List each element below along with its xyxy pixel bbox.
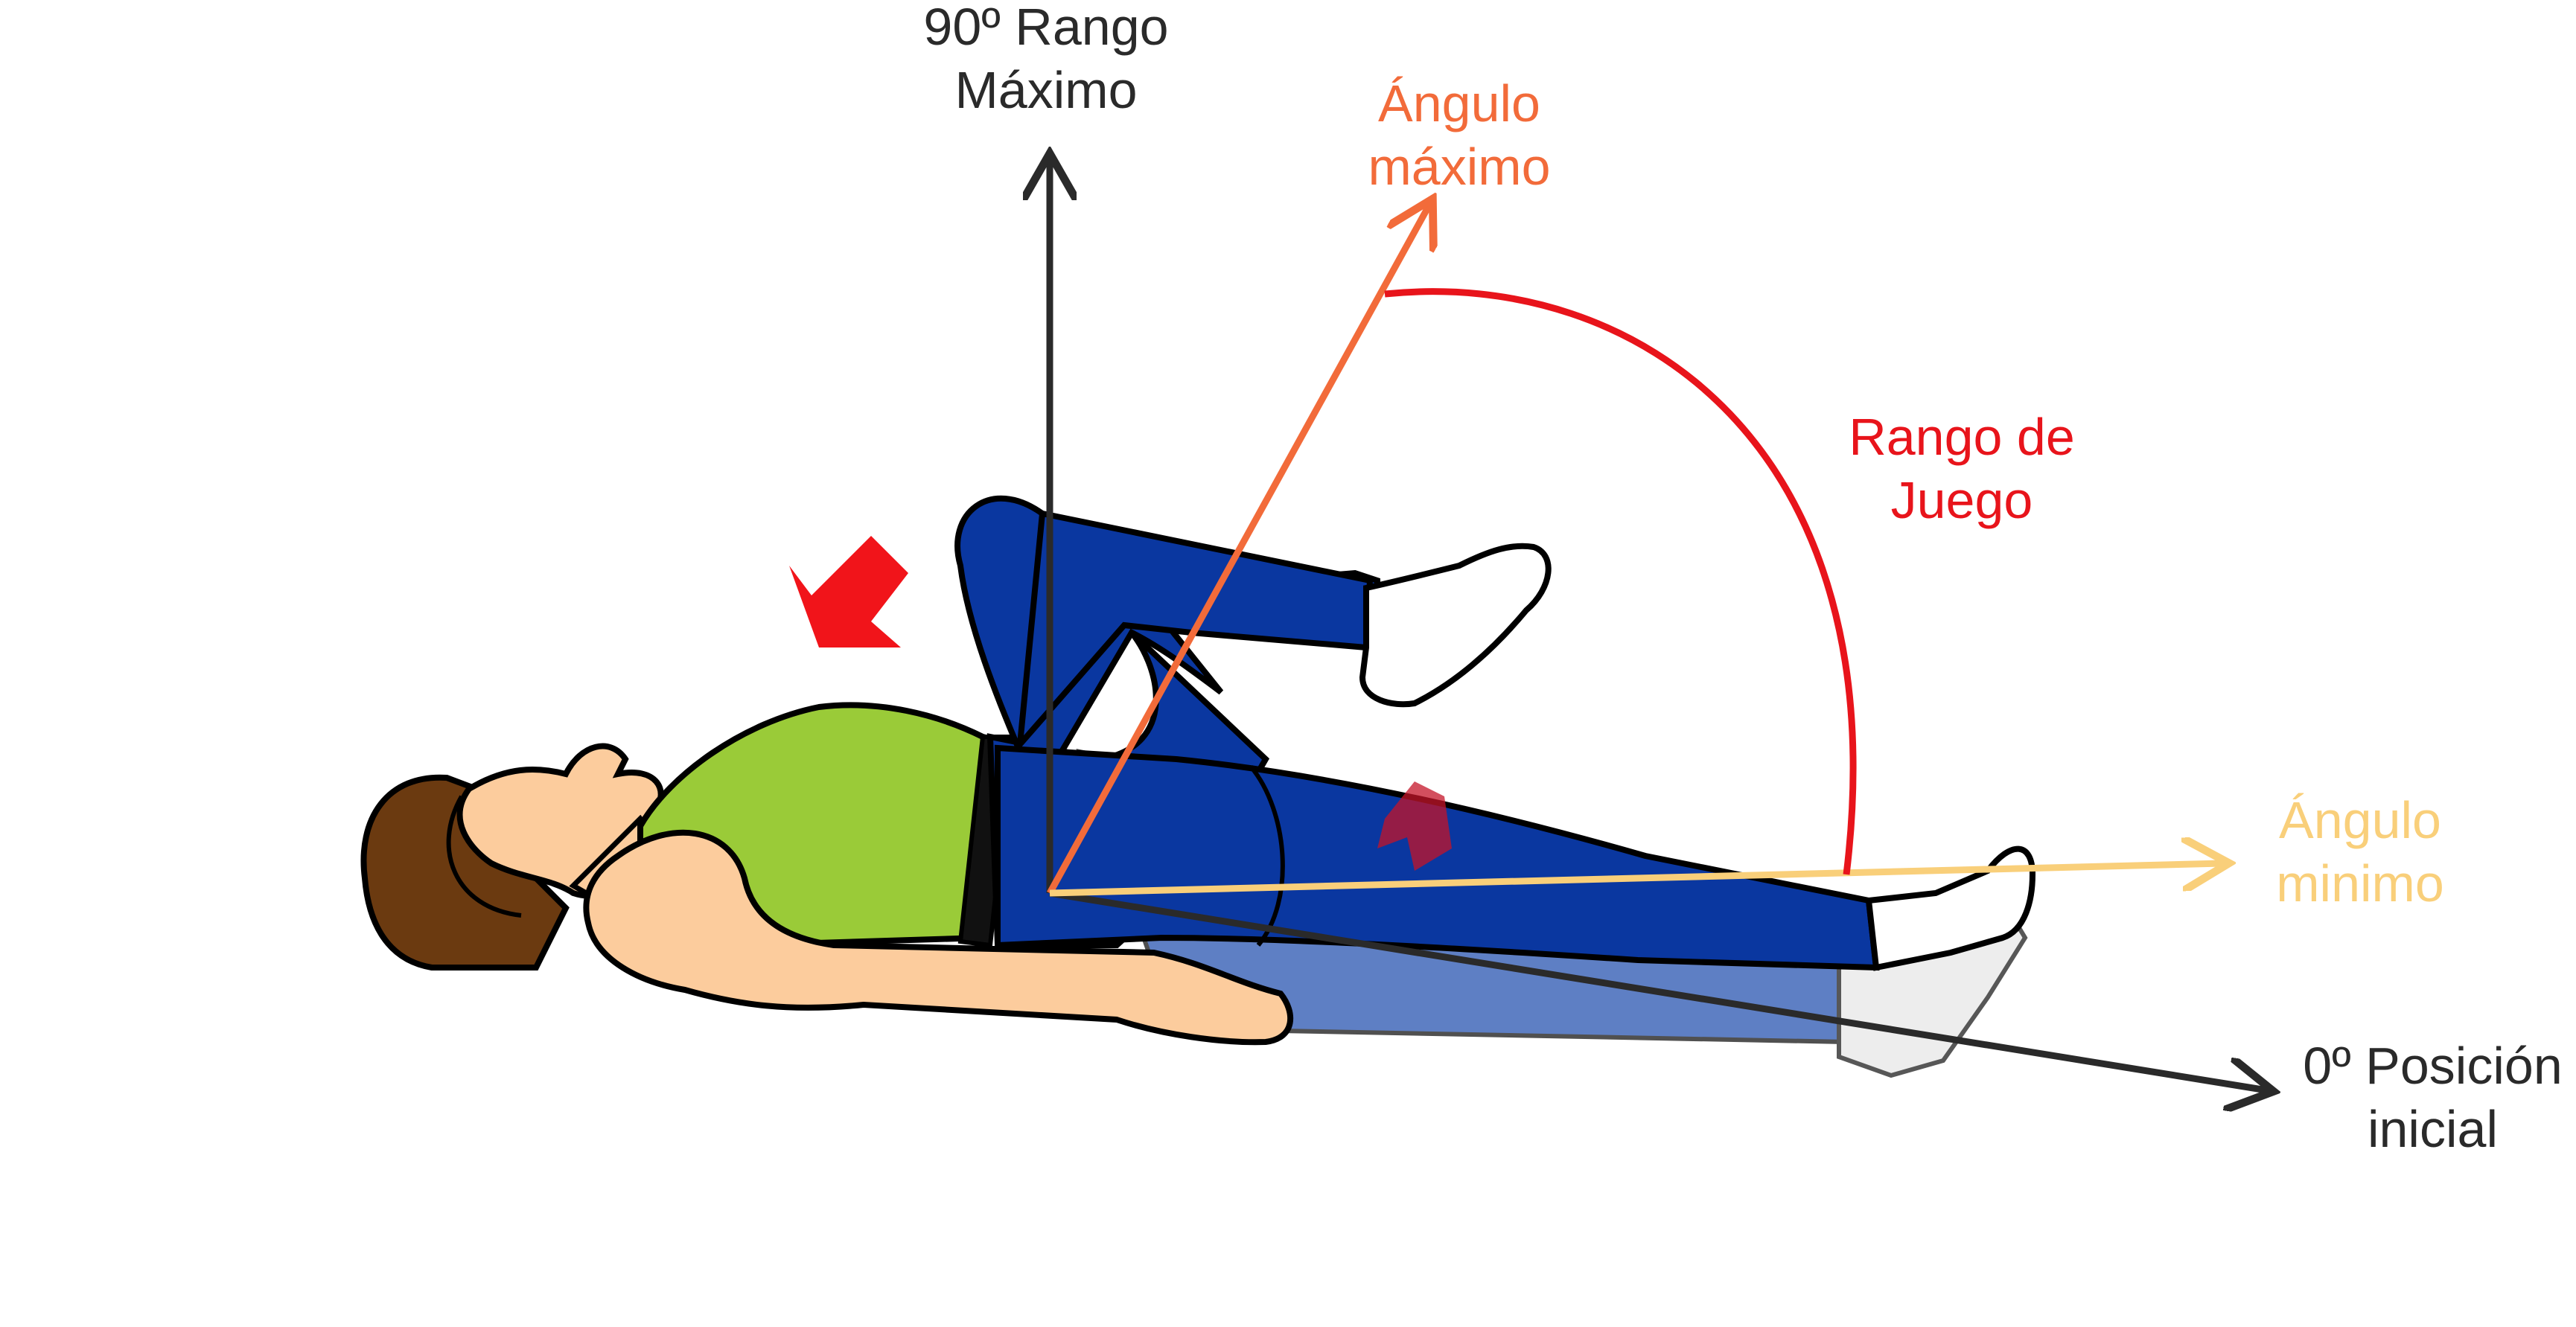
start-axis-label: 0º Posición inicial bbox=[2289, 1035, 2576, 1162]
vertical-axis-label-line2: Máximo bbox=[954, 61, 1138, 120]
knee-push-arrow bbox=[1377, 781, 1452, 871]
start-axis-label-line1: 0º Posición bbox=[2303, 1037, 2563, 1095]
range-label-line1: Rango de bbox=[1849, 408, 2075, 466]
vertical-axis-label: 90º Rango Máximo bbox=[875, 0, 1217, 123]
max-angle-label-line1: Ángulo bbox=[1378, 74, 1540, 132]
raised-foot bbox=[1359, 543, 1552, 708]
hair bbox=[360, 774, 570, 971]
extended-foot bbox=[1865, 845, 2036, 971]
range-arc bbox=[1384, 288, 1857, 875]
straight-leg bbox=[995, 744, 1880, 971]
arm bbox=[583, 829, 1293, 1046]
min-angle-label-line2: minimo bbox=[2276, 854, 2444, 913]
person bbox=[360, 495, 2036, 1046]
max-angle-label: Ángulo máximo bbox=[1310, 72, 1608, 199]
range-label-line2: Juego bbox=[1890, 471, 2033, 530]
start-axis-label-line2: inicial bbox=[2367, 1100, 2499, 1159]
pressure-arrows bbox=[789, 536, 1452, 871]
start-axis-line bbox=[1049, 889, 2267, 1090]
max-angle-label-line2: máximo bbox=[1368, 138, 1551, 196]
min-angle-line bbox=[1049, 863, 2222, 897]
max-angle-line bbox=[1047, 205, 1429, 895]
min-angle-label-line1: Ángulo bbox=[2279, 791, 2441, 849]
min-angle-label: Ángulo minimo bbox=[2234, 789, 2487, 916]
range-label: Rango de Juego bbox=[1813, 406, 2111, 533]
vertical-axis-label-line1: 90º Rango bbox=[923, 0, 1169, 56]
hip-press-arrow bbox=[789, 536, 908, 647]
